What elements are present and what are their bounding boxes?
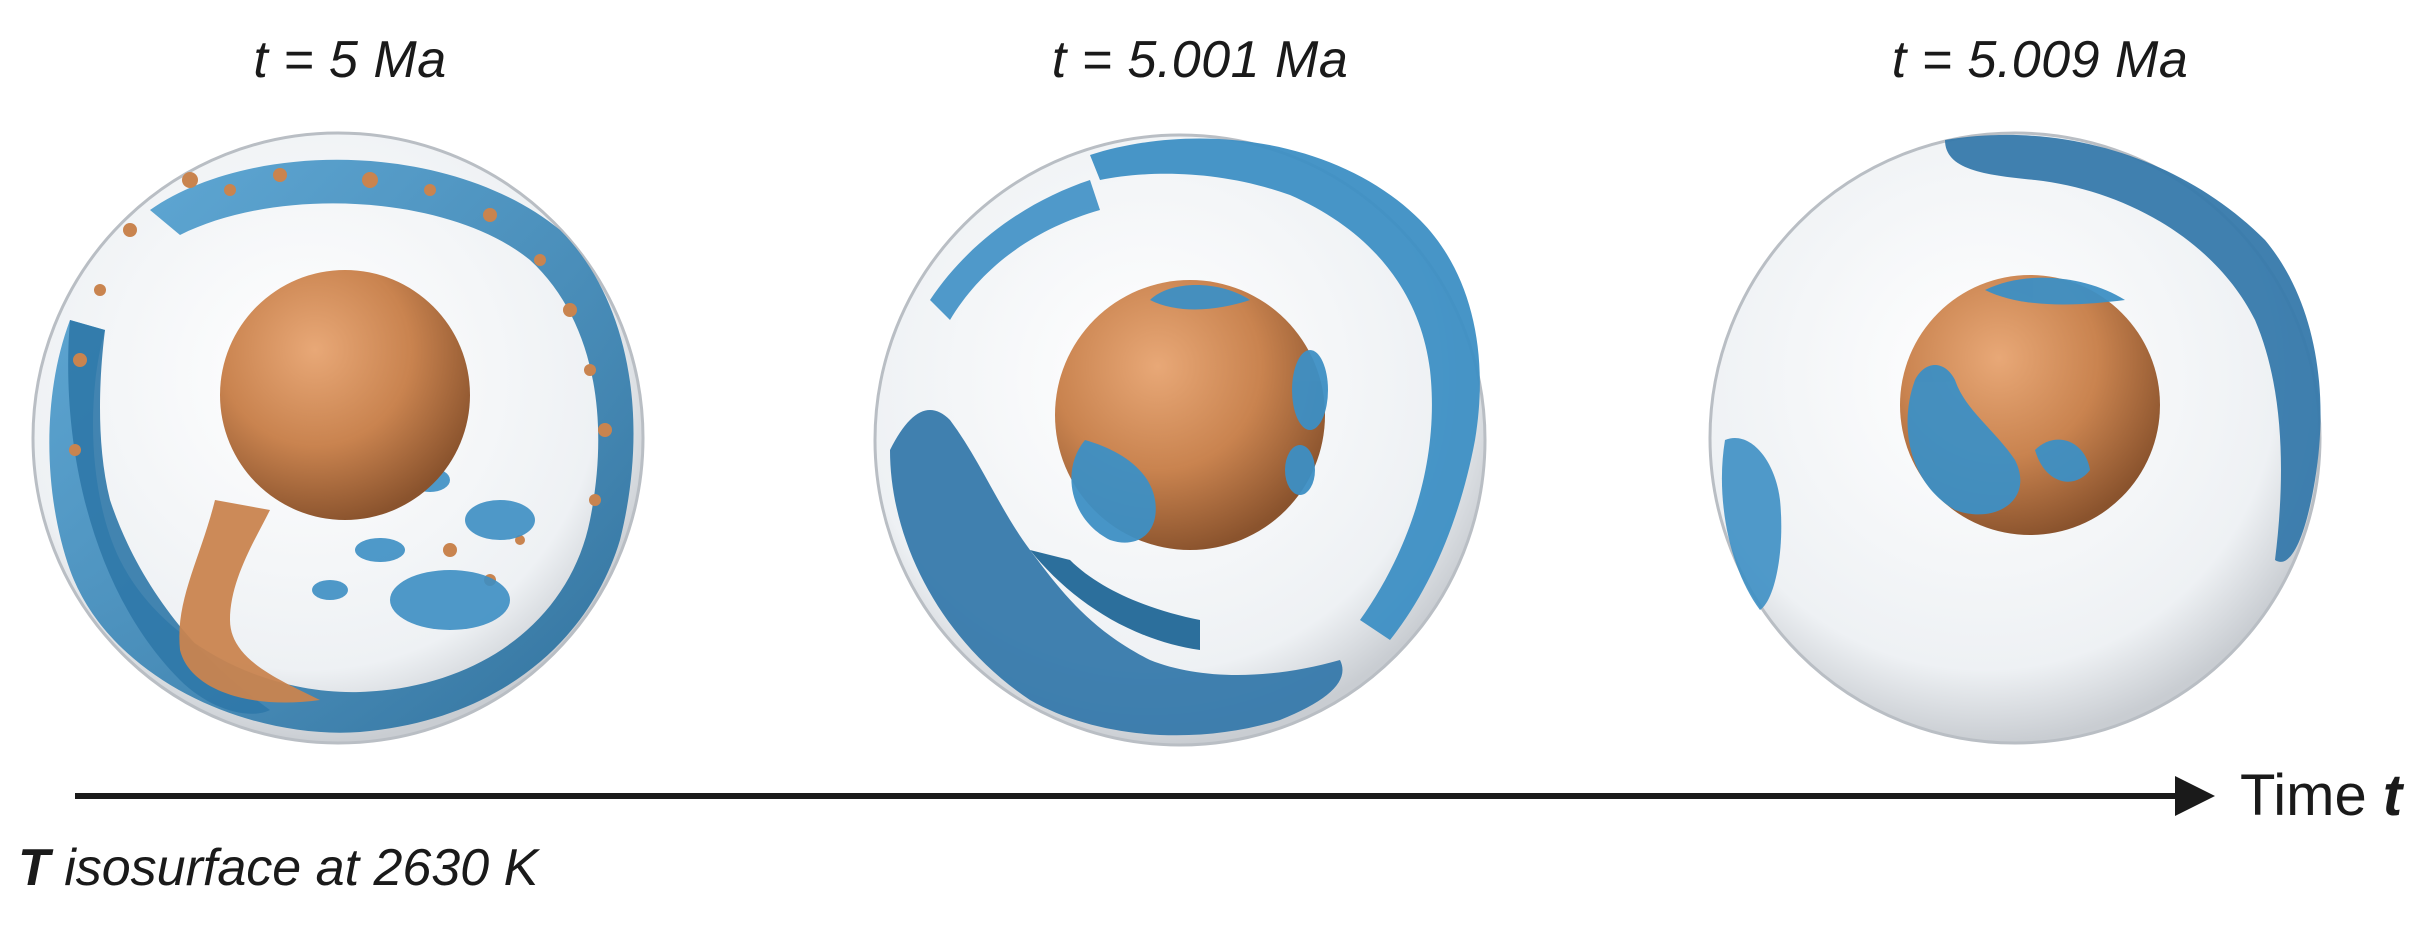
time-axis-arrowhead	[2175, 776, 2215, 816]
plume-stem	[179, 500, 320, 703]
cold-downwelling-rim	[1945, 134, 2321, 562]
isosurface-caption-var: T	[18, 839, 50, 897]
isosurface-caption: T isosurface at 2630 K	[18, 838, 538, 898]
panel-3-title: t = 5.009 Ma	[1891, 31, 2189, 89]
panel-1-title: t = 5 Ma	[253, 31, 447, 89]
time-axis-label-var: t	[2382, 763, 2403, 828]
time-axis-label-text: Time	[2240, 763, 2383, 828]
isosurface-caption-text: isosurface at 2630 K	[49, 839, 539, 897]
panel-2-globe	[870, 120, 1490, 750]
panel-3-globe	[1705, 120, 2325, 750]
panel-1-globe	[30, 120, 650, 750]
core-sphere	[220, 270, 470, 520]
time-axis-label: Time t	[2240, 762, 2402, 829]
panel-2-title: t = 5.001 Ma	[1051, 31, 1349, 89]
